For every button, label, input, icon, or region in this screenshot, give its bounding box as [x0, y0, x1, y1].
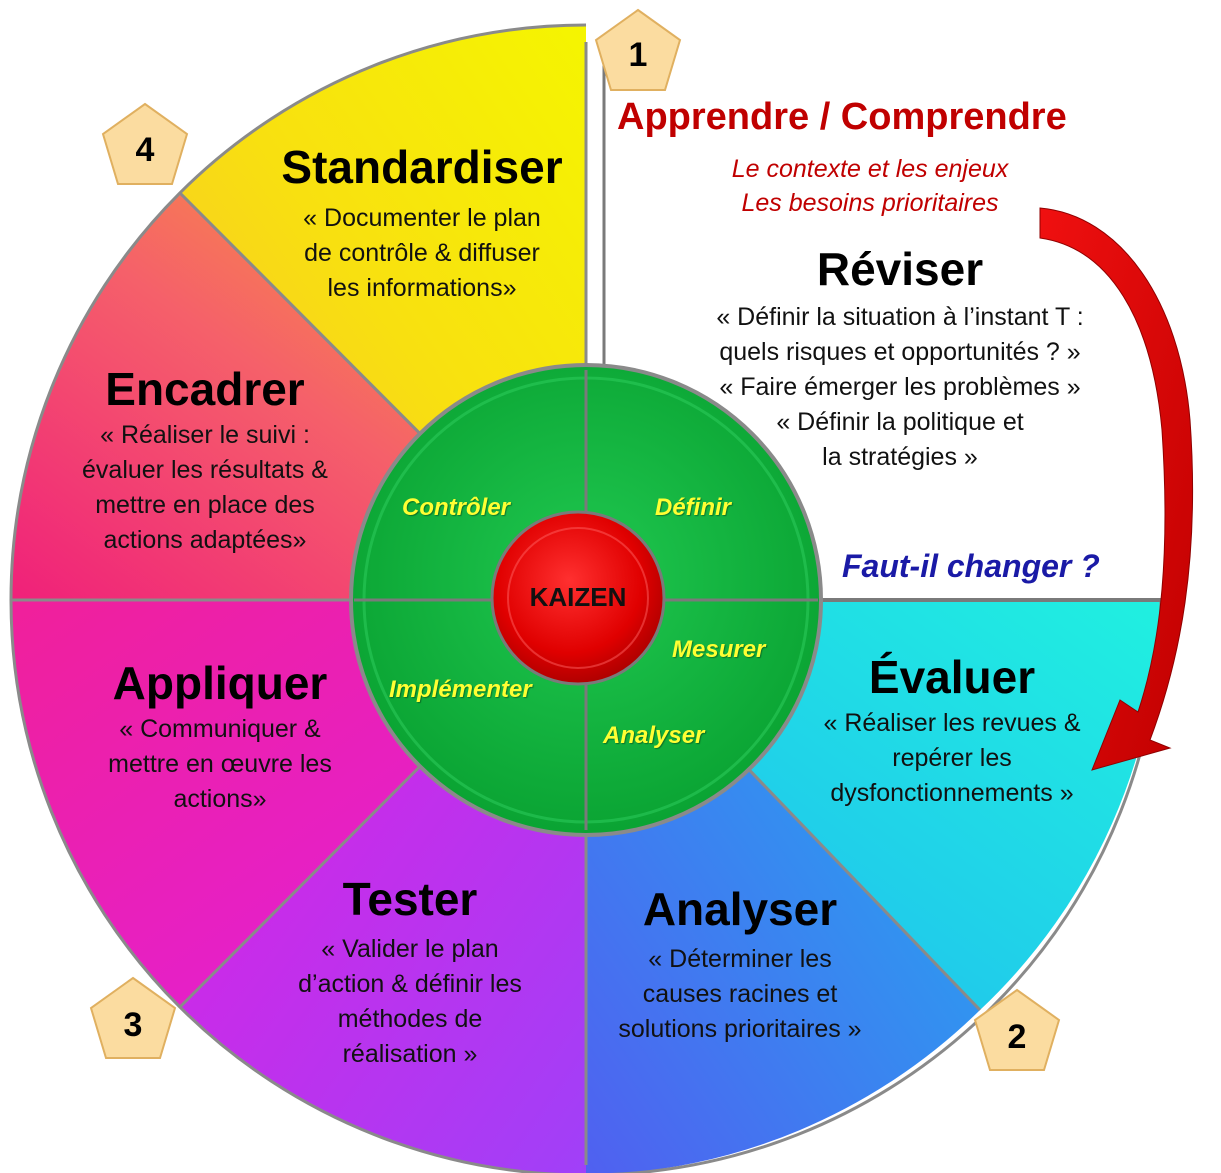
reviser-title: Réviser	[816, 243, 984, 295]
center-label: KAIZEN	[529, 582, 627, 612]
desc-line: méthodes de	[337, 1005, 483, 1033]
desc-line: « Réaliser les revues &	[823, 709, 1081, 737]
header-subtitle: Le contexte et les enjeux Les besoins pr…	[700, 152, 1040, 220]
desc-line: de contrôle & diffuser	[304, 239, 540, 267]
inner-label-implementer: Implémenter	[389, 676, 532, 703]
badge-3: 3	[123, 1006, 143, 1044]
reviser-desc: « Définir la situation à l’instant T : q…	[660, 300, 1140, 475]
appliquer-desc: « Communiquer & mettre en œuvre les acti…	[70, 712, 370, 817]
desc-line: repérer les	[892, 744, 1012, 772]
desc-line: les informations»	[327, 274, 517, 302]
desc-line: « Documenter le plan	[303, 204, 541, 232]
kaizen-core	[490, 510, 666, 686]
tester-title: Tester	[342, 873, 478, 925]
evaluer-desc: « Réaliser les revues & repérer les dysf…	[782, 706, 1122, 811]
desc-line: la stratégies »	[822, 443, 978, 471]
header-subtitle-line: Le contexte et les enjeux	[731, 155, 1009, 183]
desc-line: « Déterminer les	[648, 945, 832, 973]
header-subtitle-line: Les besoins prioritaires	[741, 189, 999, 217]
question-text: Faut-il changer ?	[842, 548, 1100, 584]
desc-line: actions»	[173, 785, 267, 813]
evaluer-title: Évaluer	[868, 651, 1036, 703]
desc-line: d’action & définir les	[298, 970, 522, 998]
desc-line: causes racines et	[642, 980, 838, 1008]
standardiser-desc: « Documenter le plan de contrôle & diffu…	[262, 201, 582, 306]
desc-line: réalisation »	[342, 1040, 478, 1068]
inner-label-mesurer: Mesurer	[672, 636, 766, 663]
badge-2: 2	[1007, 1018, 1027, 1056]
badge-4: 4	[135, 131, 155, 169]
badge-shapes	[89, 8, 1061, 1071]
tester-desc: « Valider le plan d’action & définir les…	[260, 932, 560, 1072]
analyser-desc: « Déterminer les causes racines et solut…	[580, 942, 900, 1047]
encadrer-title: Encadrer	[105, 363, 305, 415]
desc-line: mettre en place des	[95, 491, 315, 519]
desc-line: « Faire émerger les problèmes »	[719, 373, 1081, 401]
cycle-arrow	[1039, 207, 1194, 771]
standardiser-title: Standardiser	[281, 141, 563, 193]
inner-label-analyser: Analyser	[603, 722, 705, 749]
desc-line: solutions prioritaires »	[618, 1015, 862, 1043]
desc-line: « Réaliser le suivi :	[100, 421, 310, 449]
desc-line: « Communiquer &	[119, 715, 321, 743]
desc-line: « Définir la situation à l’instant T :	[716, 303, 1084, 331]
inner-label-controler: Contrôler	[402, 494, 510, 521]
desc-line: « Définir la politique et	[776, 408, 1024, 436]
desc-line: évaluer les résultats &	[82, 456, 328, 484]
encadrer-desc: « Réaliser le suivi : évaluer les résult…	[45, 418, 365, 558]
desc-line: dysfonctionnements »	[830, 779, 1074, 807]
analyser-title: Analyser	[642, 883, 838, 935]
badge-1: 1	[628, 36, 648, 74]
inner-label-definir: Définir	[655, 494, 732, 521]
appliquer-title: Appliquer	[112, 657, 328, 709]
header-title: Apprendre / Comprendre	[617, 96, 1067, 138]
desc-line: « Valider le plan	[321, 935, 499, 963]
desc-line: actions adaptées»	[103, 526, 307, 554]
desc-line: quels risques et opportunités ? »	[719, 338, 1081, 366]
desc-line: mettre en œuvre les	[108, 750, 332, 778]
